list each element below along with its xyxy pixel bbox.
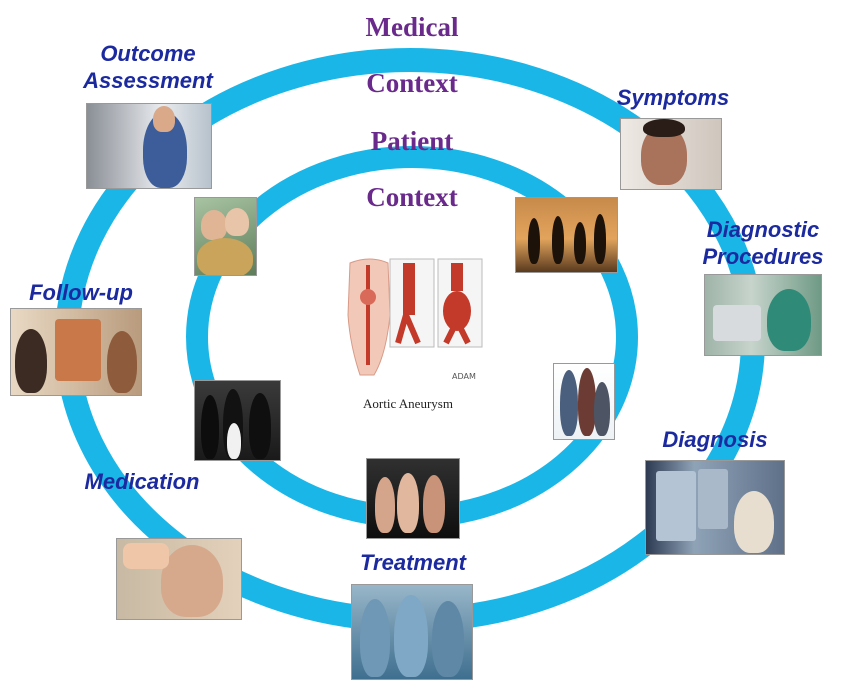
friends-photo [553, 363, 615, 440]
medical-context-line2: Context [366, 68, 458, 98]
medication-label: Medication [84, 469, 200, 494]
follow-up-label: Follow-up [29, 280, 133, 305]
teens-group-photo [366, 458, 460, 539]
patient-context-title: Patient [302, 126, 522, 157]
aortic-aneurysm-caption: Aortic Aneurysm [363, 396, 453, 411]
silhouette-kids-photo [515, 197, 618, 273]
follow-up-photo [10, 308, 142, 396]
outcome-assessment-label: Outcome Assessment [83, 41, 213, 93]
treatment-photo [351, 584, 473, 680]
diagnosis-photo [645, 460, 785, 555]
diagnosis-label: Diagnosis [662, 427, 768, 452]
symptoms-photo [620, 118, 722, 190]
outcome-assessment-photo [86, 103, 212, 189]
medical-context-subtitle: Context [302, 68, 522, 99]
medical-context-line1: Medical [365, 12, 459, 42]
symptoms-label: Symptoms [616, 85, 730, 110]
adam-credit: ADAM [452, 372, 476, 381]
diagnostic-procedures-label: Diagnostic Procedures [702, 217, 824, 269]
medication-photo [116, 538, 242, 620]
family-formal-photo [194, 380, 281, 461]
doctor-head [153, 106, 175, 132]
medical-context-title: Medical [302, 12, 522, 43]
patient-context-line2: Context [366, 182, 458, 212]
diagnostic-procedures-photo [704, 274, 822, 356]
treatment-label: Treatment [360, 550, 466, 575]
patient-context-subtitle: Context [302, 182, 522, 213]
patient-context-line1: Patient [370, 126, 454, 156]
elderly-couple-photo [194, 197, 257, 276]
aortic-aneurysm-illustration [340, 255, 485, 380]
